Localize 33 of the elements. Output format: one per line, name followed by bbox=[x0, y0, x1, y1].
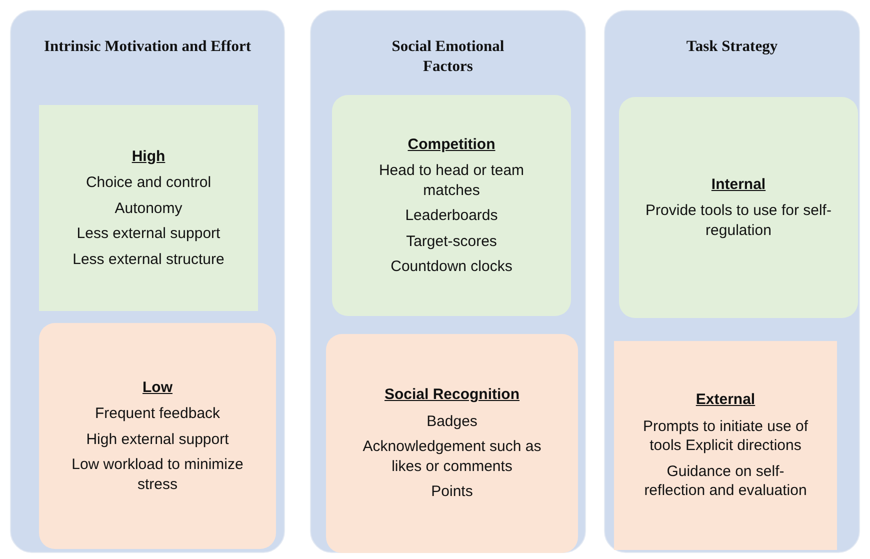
box-heading: Low bbox=[142, 378, 172, 398]
list-item: Choice and control bbox=[86, 173, 212, 193]
column-panel bbox=[604, 10, 860, 553]
list-item: Countdown clocks bbox=[390, 257, 512, 276]
column-panel bbox=[310, 10, 586, 553]
list-item: Badges bbox=[426, 412, 478, 432]
list-item: Less external support bbox=[76, 224, 220, 244]
column-title: Task Strategy bbox=[685, 37, 779, 57]
box-heading: External bbox=[696, 390, 756, 410]
content-box bbox=[39, 323, 276, 549]
box-heading: Internal bbox=[711, 174, 766, 194]
content-box bbox=[614, 341, 837, 550]
box-heading: High bbox=[132, 146, 166, 166]
list-item: High external support bbox=[86, 430, 229, 450]
list-item: Head to head or team matches bbox=[378, 161, 526, 200]
box-heading: Competition bbox=[408, 134, 496, 154]
content-box bbox=[619, 97, 858, 318]
list-item: Acknowledgement such as likes or comments bbox=[362, 437, 542, 476]
list-item: Autonomy bbox=[114, 198, 182, 218]
column-title: Intrinsic Motivation and Effort bbox=[42, 37, 252, 57]
content-box bbox=[326, 334, 578, 553]
list-item: Guidance on self-reflection and evaluation bbox=[643, 462, 808, 501]
list-item: Prompts to initiate use of tools Explicit directions bbox=[642, 416, 810, 456]
list-item: Provide tools to use for self-regulation bbox=[644, 201, 832, 240]
list-item: Less external structure bbox=[72, 250, 224, 270]
column-title: Social Emotional Factors bbox=[390, 37, 506, 78]
list-item: Target-scores bbox=[406, 232, 497, 251]
column-panel bbox=[10, 10, 285, 553]
list-item: Leaderboards bbox=[405, 206, 498, 226]
list-item: Points bbox=[431, 482, 473, 502]
list-item: Frequent feedback bbox=[94, 404, 220, 424]
box-heading: Social Recognition bbox=[384, 385, 520, 405]
list-item: Low workload to minimize stress bbox=[70, 455, 244, 494]
